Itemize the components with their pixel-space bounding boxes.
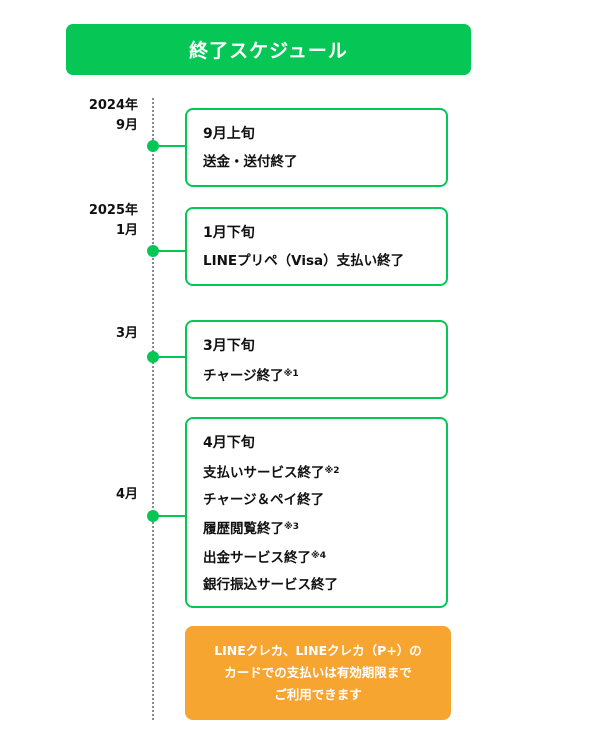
schedule-card-jan: 1月下旬 LINEプリペ（Visa）支払い終了 <box>185 207 448 286</box>
header-title: 終了スケジュール <box>189 40 348 62</box>
item-text: チャージ終了 <box>203 368 284 384</box>
year-label: 2024年 <box>88 98 138 113</box>
date-label-mar: 3月 <box>116 324 138 344</box>
item-text: 送金・送付終了 <box>203 154 298 170</box>
footnote-mark: ※3 <box>284 522 300 532</box>
credit-card-note: LINEクレカ、LINEクレカ（P+）の カードでの支払いは有効期限まで ご利用… <box>185 626 451 720</box>
footnote-mark: ※1 <box>283 369 299 379</box>
date-label-2025-jan: 2025年 1月 <box>89 201 138 241</box>
month-label: 4月 <box>115 487 138 502</box>
month-label: 3月 <box>115 326 138 341</box>
note-line: ご利用できます <box>274 687 362 702</box>
card-title: 3月下旬 <box>203 338 255 354</box>
card-item: 銀行振込サービス終了 <box>203 575 446 595</box>
item-text: チャージ＆ペイ終了 <box>203 492 325 508</box>
card-title: 1月下旬 <box>203 225 255 241</box>
year-label: 2025年 <box>88 203 138 218</box>
timeline-connector <box>153 356 185 358</box>
item-text: 銀行振込サービス終了 <box>203 577 338 593</box>
card-item: 出金サービス終了※4 <box>203 546 446 568</box>
timeline-connector <box>153 145 185 147</box>
footnote-mark: ※2 <box>324 466 340 476</box>
timeline-connector <box>153 515 185 517</box>
note-line: カードでの支払いは有効期限まで <box>224 665 412 680</box>
item-text: LINEプリペ（Visa）支払い終了 <box>203 253 405 269</box>
timeline-connector <box>153 250 185 252</box>
note-line: LINEクレカ、LINEクレカ（P+）の <box>214 643 422 658</box>
schedule-card-sep: 9月上旬 送金・送付終了 <box>185 108 448 187</box>
item-text: 履歴閲覧終了 <box>203 521 284 537</box>
schedule-card-mar: 3月下旬 チャージ終了※1 <box>185 320 448 399</box>
card-item: LINEプリペ（Visa）支払い終了 <box>203 251 446 271</box>
card-item: 支払いサービス終了※2 <box>203 461 446 483</box>
item-text: 支払いサービス終了 <box>203 465 325 481</box>
card-item: 送金・送付終了 <box>203 152 446 172</box>
item-text: 出金サービス終了 <box>203 550 311 566</box>
card-item: チャージ＆ペイ終了 <box>203 490 446 510</box>
month-label: 9月 <box>115 118 138 133</box>
date-label-2024-sep: 2024年 9月 <box>89 96 138 136</box>
card-title: 4月下旬 <box>203 435 255 451</box>
footnote-mark: ※4 <box>311 551 327 561</box>
card-title: 9月上旬 <box>203 126 255 142</box>
schedule-card-apr: 4月下旬 支払いサービス終了※2 チャージ＆ペイ終了 履歴閲覧終了※3 出金サー… <box>185 417 448 608</box>
date-label-apr: 4月 <box>116 485 138 505</box>
timeline-line <box>152 98 154 720</box>
month-label: 1月 <box>115 223 138 238</box>
card-item: 履歴閲覧終了※3 <box>203 517 446 539</box>
card-item: チャージ終了※1 <box>203 364 446 386</box>
schedule-header: 終了スケジュール <box>66 24 471 75</box>
